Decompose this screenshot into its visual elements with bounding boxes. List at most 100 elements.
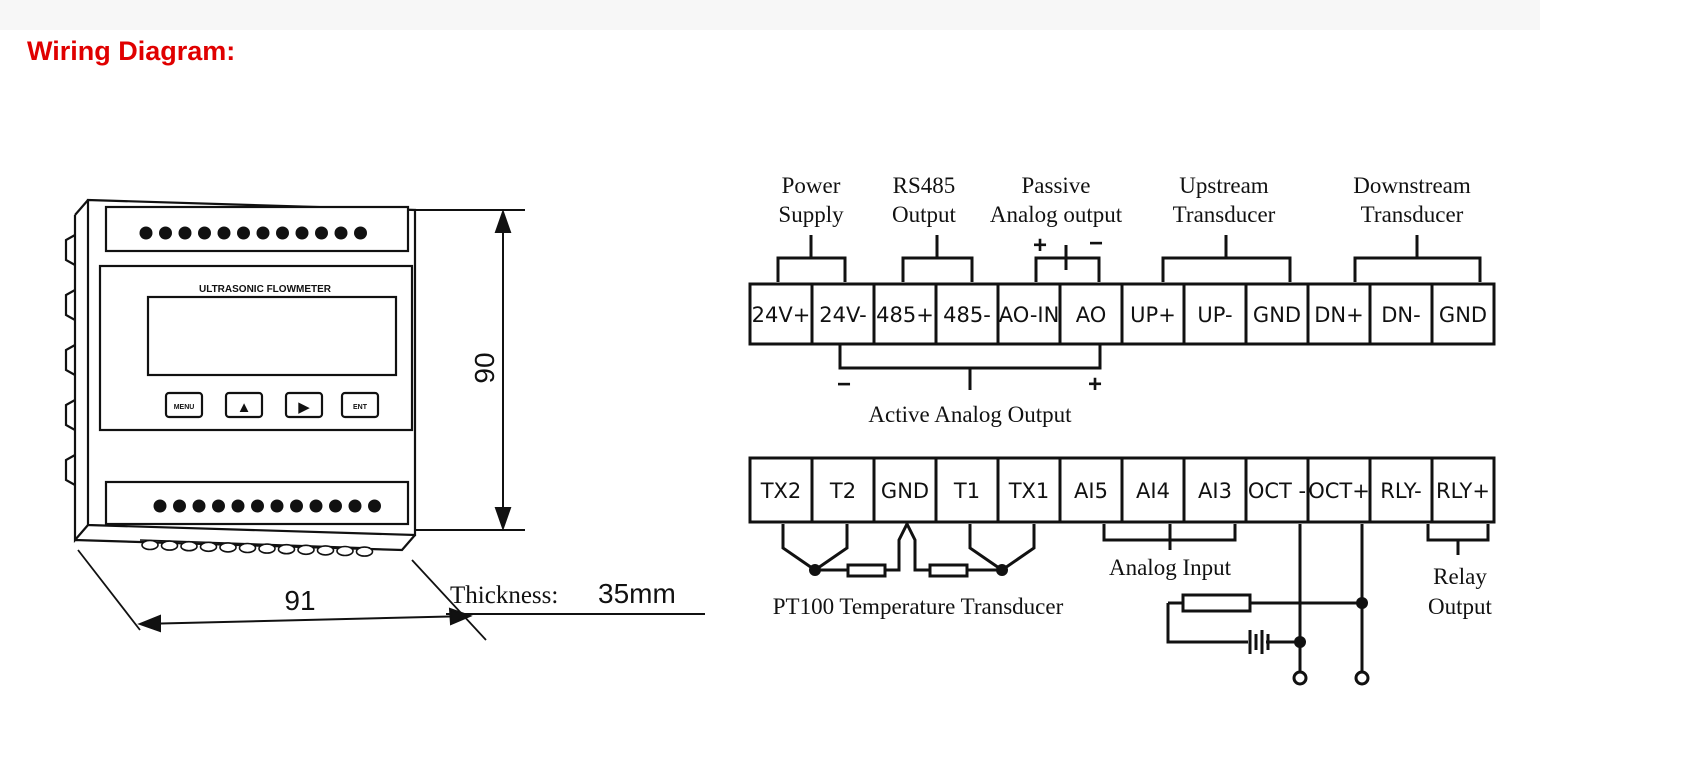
thickness-label: Thickness: [450, 582, 558, 609]
terminal-screw [329, 499, 342, 513]
analog-input-label: Analog Input [1109, 555, 1232, 580]
bottom-terminal-dots [153, 499, 381, 513]
terminal-screw [217, 226, 231, 240]
pin-oval [180, 540, 198, 552]
bottom_row-terminal-label: T1 [953, 479, 980, 503]
upstream-label-1: Upstream [1179, 173, 1269, 198]
top_row-terminal-label: DN- [1381, 303, 1420, 327]
top_row-terminal-label: AO-IN [999, 303, 1060, 327]
top_row-terminal-label: 24V- [819, 303, 866, 327]
device-drawing [64, 198, 487, 641]
top_row-terminal-label: UP- [1197, 303, 1232, 327]
ent-button-label: ENT [353, 404, 368, 411]
menu-button-label: MENU [174, 404, 195, 411]
terminal-screw [251, 499, 264, 513]
passive-analog-label-1: Passive [1022, 173, 1091, 198]
pin-oval [141, 539, 159, 551]
passive-analog-label-2: Analog output [990, 202, 1123, 227]
pin-oval [219, 542, 237, 553]
top-group-brackets [776, 235, 1482, 282]
height-dimension-label: 90 [469, 352, 500, 383]
top_row-terminal-label: GND [1439, 303, 1487, 327]
downstream-label-1: Downstream [1353, 173, 1471, 198]
page-heading: Wiring Diagram: [27, 36, 236, 66]
terminal-screw [237, 226, 250, 240]
terminal-screw [231, 499, 245, 513]
device-brand-label: ULTRASONIC FLOWMETER [199, 284, 332, 295]
relay-label-2: Output [1428, 594, 1493, 619]
pin-oval [238, 542, 257, 554]
terminal-screw [153, 499, 167, 513]
terminal-screw [256, 226, 270, 240]
bottom_row-terminal-label: RLY+ [1436, 479, 1490, 503]
terminal-screw [192, 499, 206, 513]
bottom-pin-ovals [141, 539, 374, 557]
pin-oval [355, 546, 374, 557]
oct-terminals [1292, 670, 1370, 686]
pin-oval [336, 545, 354, 557]
bottom_row-terminal-label: RLY- [1380, 479, 1421, 503]
bottom_row-terminal-label: OCT+ [1308, 479, 1370, 503]
top_row-terminal-label: GND [1253, 303, 1301, 327]
bottom_row-terminal-label: TX1 [1008, 479, 1050, 503]
terminal-screw [354, 226, 367, 240]
oct-wiring [1166, 524, 1364, 672]
terminal-screw [315, 226, 328, 240]
right-button-label: ▶ [298, 399, 310, 416]
height-dimension [415, 208, 525, 532]
power-supply-label-1: Power [782, 173, 841, 198]
oct-junctions [1294, 597, 1368, 648]
top_row-terminal-label: AO [1076, 303, 1107, 327]
terminal-screw [309, 499, 323, 513]
top-strip [0, 0, 1540, 30]
pin-oval [160, 540, 179, 551]
rs485-label-2: Output [892, 202, 957, 227]
downstream-label-2: Transducer [1361, 202, 1464, 227]
terminal-screw [368, 499, 381, 513]
terminal-screw [178, 226, 192, 240]
bottom_row-terminal-label: AI4 [1136, 479, 1170, 503]
relay-bracket [1426, 524, 1490, 555]
terminal-screw [295, 226, 309, 240]
pin-oval [258, 543, 276, 554]
bottom_row-terminal-label: AI3 [1198, 479, 1232, 503]
active-plus-sign: + [1088, 371, 1102, 398]
terminal-screw [159, 226, 172, 240]
bottom_row-terminal-label: T2 [829, 479, 856, 503]
pin-oval [277, 543, 296, 555]
pin-oval [199, 541, 218, 553]
analog-input-bracket [1102, 524, 1237, 550]
relay-label-1: Relay [1433, 564, 1487, 589]
top_row-terminal-label: UP+ [1130, 303, 1176, 327]
top_row-terminal-label: 24V+ [752, 303, 811, 327]
terminal-screw [334, 226, 348, 240]
terminal-screw [348, 499, 362, 513]
terminal-screw [290, 499, 303, 513]
rs485-label-1: RS485 [893, 173, 956, 198]
power-supply-label-2: Supply [778, 202, 844, 227]
active-analog-bracket [838, 344, 1102, 390]
up-button-label: ▲ [237, 399, 252, 416]
bottom_row-terminal-label: GND [881, 479, 929, 503]
pin-oval [297, 544, 315, 556]
pt100-label: PT100 Temperature Transducer [773, 594, 1064, 619]
terminal-screw [173, 499, 186, 513]
thickness-value: 35mm [598, 578, 676, 609]
top_row-terminal-label: 485+ [876, 303, 934, 327]
top_row-terminal-label: 485- [943, 303, 991, 327]
active-minus-sign: − [837, 371, 851, 398]
terminal-screw [198, 226, 211, 240]
width-dimension-label: 91 [284, 585, 315, 616]
terminal-screw [270, 499, 284, 513]
terminal-screw [139, 226, 153, 240]
passive-minus-sign: − [1089, 230, 1103, 257]
bottom_row-terminal-label: OCT - [1248, 479, 1306, 503]
bottom_row-terminal-label: AI5 [1074, 479, 1108, 503]
pin-oval [316, 545, 335, 556]
pt100-junctions [809, 564, 1008, 576]
top-terminal-dots [139, 226, 367, 240]
width-dimension [137, 607, 473, 633]
